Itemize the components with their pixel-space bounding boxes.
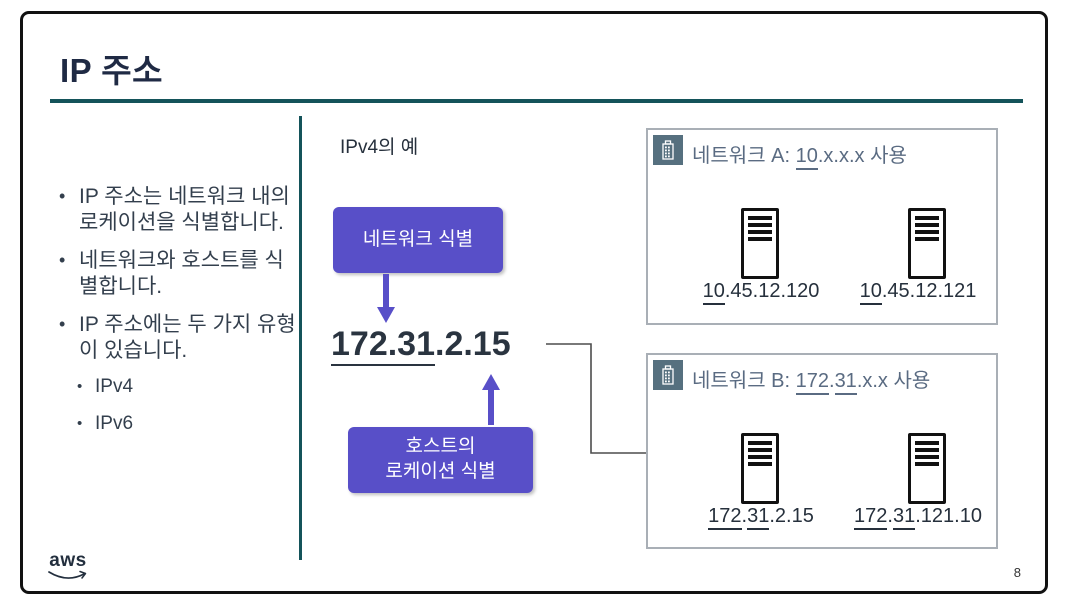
host-location-callout: 호스트의 로케이션 식별 (348, 427, 533, 493)
callout-text-line1: 호스트의 (405, 436, 476, 458)
network-b-panel: 네트워크 B: 172.31.x.x 사용 172.31.2.15 172.31… (646, 353, 998, 549)
server-icon (908, 433, 946, 504)
bullet-icon: • (59, 250, 66, 271)
column-divider (299, 116, 302, 560)
up-arrow-icon (482, 374, 500, 425)
bullet-icon: • (77, 378, 83, 396)
network-a-panel: 네트워크 A: 10.x.x.x 사용 10.45.12.120 10.45.1… (646, 128, 998, 325)
title-divider (50, 99, 1023, 103)
list-item: • IP 주소는 네트워크 내의 로케이션을 식별합니다. (59, 184, 303, 236)
sub-bullet-text: IPv6 (95, 412, 134, 434)
sub-bullet-list: • IPv4 • IPv6 (59, 376, 303, 436)
slide-frame: IP 주소 • IP 주소는 네트워크 내의 로케이션을 식별합니다. • 네트… (20, 11, 1048, 594)
bullet-icon: • (59, 314, 66, 335)
callout-text-line2: 로케이션 식별 (385, 461, 496, 482)
server-icon (741, 208, 779, 279)
down-arrow-icon (377, 274, 395, 323)
aws-smile-icon (48, 570, 87, 579)
ipv4-example-label: IPv4의 예 (340, 137, 419, 158)
bullet-icon: • (77, 414, 83, 432)
bullet-text: IP 주소에는 두 가지 유형이 있습니다. (79, 313, 296, 363)
page-number: 8 (1013, 565, 1021, 580)
list-item: • 네트워크와 호스트를 식별합니다. (59, 248, 303, 300)
callout-text: 네트워크 식별 (362, 228, 474, 250)
bullet-text: 네트워크와 호스트를 식별합니다. (79, 249, 284, 299)
list-item: • IPv4 (77, 376, 303, 399)
network-a-title: 네트워크 A: 10.x.x.x 사용 (692, 139, 907, 170)
server-icon (908, 208, 946, 279)
server-ip-label: 10.45.12.121 (833, 280, 1003, 305)
bullet-list: • IP 주소는 네트워크 내의 로케이션을 식별합니다. • 네트워크와 호스… (59, 184, 303, 450)
network-identifier-callout: 네트워크 식별 (333, 207, 503, 273)
bullet-text: IP 주소는 네트워크 내의 로케이션을 식별합니다. (79, 185, 290, 235)
list-item: • IP 주소에는 두 가지 유형이 있습니다. (59, 312, 303, 364)
example-ip-address: 172.31.2.15 (331, 325, 511, 366)
aws-logo-text: aws (49, 550, 87, 571)
server-icon (741, 433, 779, 504)
sub-bullet-text: IPv4 (95, 376, 134, 398)
bullet-icon: • (59, 186, 66, 206)
server-ip-label: 172.31.2.15 (676, 505, 846, 530)
aws-logo: aws (45, 551, 91, 588)
building-icon (653, 135, 683, 165)
server-ip-label: 172.31.121.10 (833, 505, 1003, 530)
building-icon (653, 360, 683, 390)
network-b-title: 네트워크 B: 172.31.x.x 사용 (692, 364, 930, 395)
page-title: IP 주소 (60, 52, 163, 89)
list-item: • IPv6 (77, 413, 303, 436)
server-ip-label: 10.45.12.120 (676, 280, 846, 305)
